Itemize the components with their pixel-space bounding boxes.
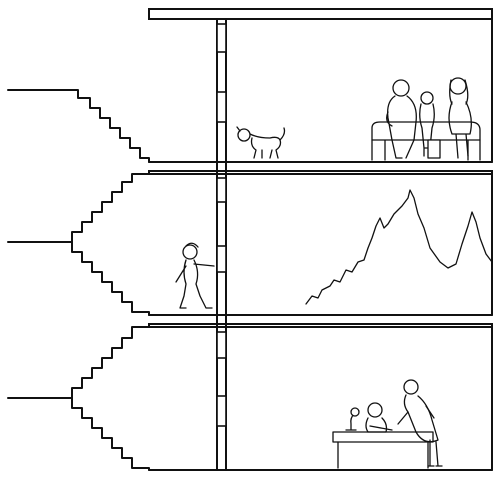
desk-lamp <box>346 408 359 430</box>
mountain-range <box>306 190 492 304</box>
bottom-staircase <box>8 327 149 470</box>
student-figure <box>366 403 392 432</box>
central-column <box>217 19 226 470</box>
middle-ceiling <box>149 171 492 174</box>
roof-slab <box>149 9 492 19</box>
family-on-sofa <box>372 78 480 160</box>
desk <box>333 432 433 468</box>
dog-figure <box>237 127 285 158</box>
middle-staircase <box>8 174 149 315</box>
top-staircase <box>8 90 149 162</box>
adult-figure <box>398 380 442 466</box>
bottom-ceiling <box>149 324 492 327</box>
child-figure <box>176 243 214 308</box>
